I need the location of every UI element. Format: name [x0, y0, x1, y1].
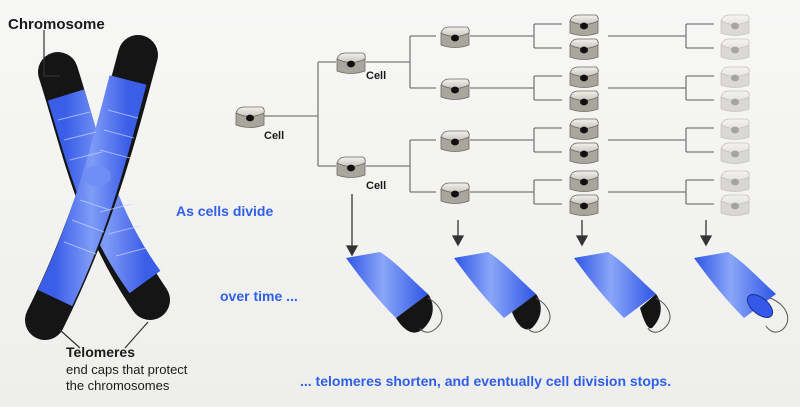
down-arrow-icon: [699, 220, 713, 247]
cell-icon: [569, 90, 599, 112]
telomere-segment-icon: [454, 252, 551, 333]
telomeres-desc-line2: the chromosomes: [66, 378, 170, 393]
cell-label-lower: Cell: [366, 180, 387, 192]
telomere-segment-icon: [694, 252, 789, 333]
cell-icon: [336, 52, 366, 74]
cell-icon: [720, 194, 750, 216]
telomere-segment-icon: [346, 252, 443, 333]
cell-icon: [440, 182, 470, 204]
cell-icon: [720, 14, 750, 36]
cell-label-root: Cell: [264, 130, 285, 142]
cell-icon: [569, 14, 599, 36]
cell-icon: [720, 142, 750, 164]
cell-icon: [569, 118, 599, 140]
telomeres-title: Telomeres: [66, 344, 135, 360]
over-time-label: over time ...: [220, 288, 298, 304]
telomere-pointer-lines: [59, 321, 149, 349]
cell-icon: [440, 26, 470, 48]
down-arrow-icon: [345, 194, 359, 257]
cell-group: [235, 14, 750, 216]
down-arrows: [345, 194, 713, 257]
cell-icon: [720, 118, 750, 140]
down-arrow-icon: [451, 220, 465, 247]
cell-icon: [569, 170, 599, 192]
cell-icon: [569, 38, 599, 60]
cell-icon: [440, 78, 470, 100]
cell-icon: [235, 106, 265, 128]
telomere-segment-icon: [574, 252, 671, 333]
lineage-lines: [262, 23, 714, 205]
chromosome-pointer-line: [43, 30, 60, 77]
cell-icon: [569, 66, 599, 88]
down-arrow-icon: [575, 220, 589, 247]
cell-icon: [720, 170, 750, 192]
telomeres-desc-line1: end caps that protect: [66, 362, 188, 377]
chromosome-x-icon: [25, 35, 170, 340]
cell-icon: [569, 194, 599, 216]
as-cells-divide-label: As cells divide: [176, 203, 274, 219]
telomeres-shorten-caption: ... telomeres shorten, and eventually ce…: [300, 373, 672, 389]
cell-icon: [336, 156, 366, 178]
cell-icon: [440, 130, 470, 152]
cell-icon: [569, 142, 599, 164]
cell-icon: [720, 90, 750, 112]
cell-label-upper: Cell: [366, 70, 387, 82]
chromosome-label: Chromosome: [8, 16, 105, 33]
cell-icon: [720, 66, 750, 88]
cell-icon: [720, 38, 750, 60]
